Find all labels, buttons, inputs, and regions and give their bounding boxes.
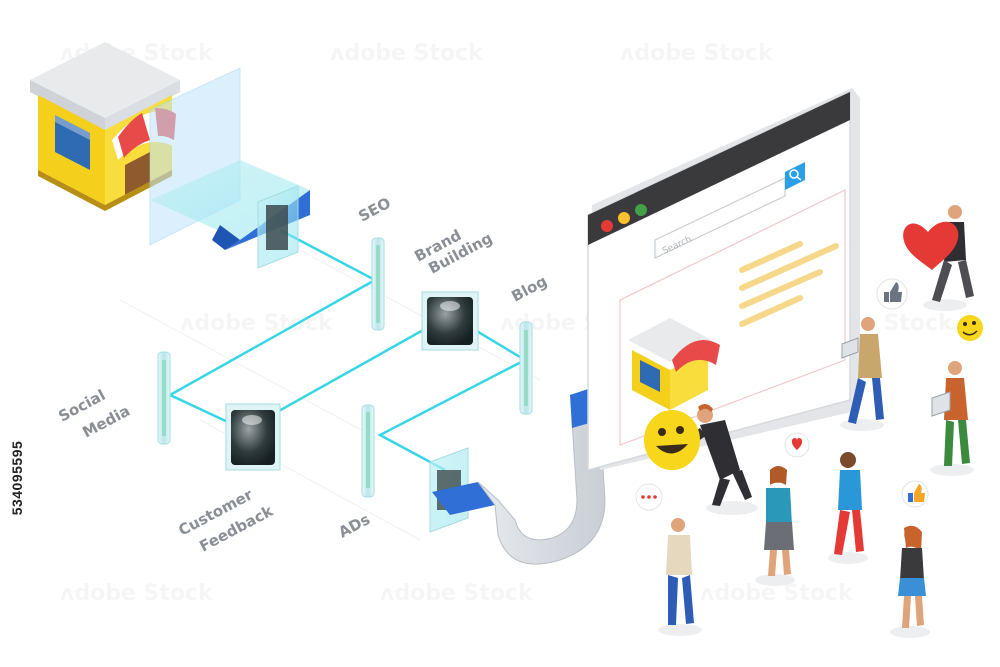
heart-bubble-icon	[784, 432, 810, 458]
label-blog: Blog	[508, 272, 550, 306]
svg-text:ʌdobe Stock: ʌdobe Stock	[380, 581, 534, 606]
chat-bubble-icon	[635, 483, 663, 511]
post-blog	[519, 321, 533, 415]
smiley-icon	[644, 410, 700, 470]
window-minimize-dot	[618, 212, 630, 224]
svg-text:ʌdobe Stock: ʌdobe Stock	[330, 41, 484, 66]
svg-text:ʌdobe Stock: ʌdobe Stock	[60, 581, 214, 606]
person-with-laptop	[840, 317, 884, 431]
heart-icon	[903, 221, 959, 270]
post-seo	[371, 237, 385, 331]
network-lines	[167, 228, 528, 472]
search-icon[interactable]	[789, 169, 802, 181]
node-entry	[257, 185, 299, 269]
post-social-media	[157, 351, 171, 445]
person-red-pants	[828, 452, 868, 564]
post-ads	[361, 404, 375, 498]
node-customer-feedback	[225, 403, 281, 471]
window-close-dot	[601, 220, 613, 232]
person-with-tablet	[930, 361, 974, 476]
content-text-lines	[739, 241, 839, 327]
person-woman-right	[890, 525, 930, 638]
browser-content-card	[619, 189, 846, 446]
person-standing-left	[658, 518, 702, 636]
thumbs-up-bubble-icon	[901, 480, 929, 508]
laptop-icon	[841, 337, 859, 359]
node-brand-building	[421, 291, 479, 351]
person-woman-phone	[755, 466, 795, 586]
window-maximize-dot	[635, 204, 647, 216]
stock-id: 534095595	[9, 440, 25, 516]
smiley-bubble-icon	[957, 315, 983, 341]
thumbs-up-icon	[876, 278, 908, 310]
svg-text:ʌdobe Stock: ʌdobe Stock	[620, 41, 774, 66]
label-seo: SEO	[355, 194, 393, 226]
label-ads: ADs	[335, 510, 373, 541]
